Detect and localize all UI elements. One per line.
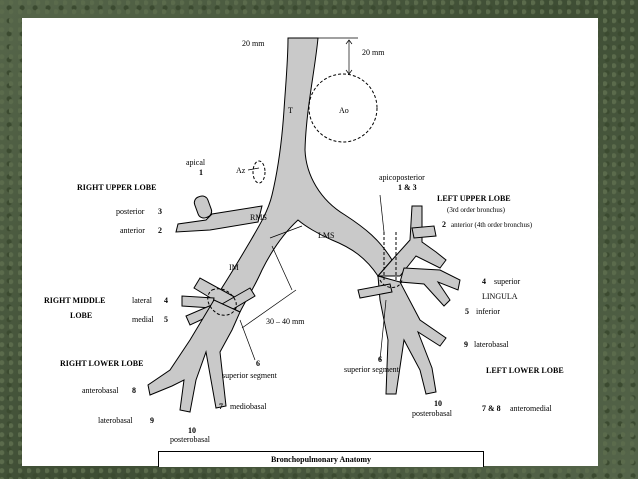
label-left-posterobasal-num: 10 [434, 399, 442, 408]
label-right-upper-lobe: RIGHT UPPER LOBE [77, 183, 156, 192]
diagram-caption: Bronchopulmonary Anatomy [158, 451, 484, 467]
label-apicoposterior: apicoposterior [379, 173, 425, 182]
left-upper-dashed-branch [379, 232, 403, 288]
label-apicoposterior-num: 1 & 3 [398, 183, 417, 192]
left-anterior-branch [411, 225, 437, 239]
label-left-superior: superior [494, 277, 521, 286]
label-right-lateral: lateral [132, 296, 153, 305]
label-apical-num: 1 [199, 168, 203, 177]
label-third-order: (3rd order bronchus) [447, 206, 506, 214]
label-right-laterobasal: laterobasal [98, 416, 133, 425]
label-right-lateral-num: 4 [164, 296, 168, 305]
left-superior-segment [357, 283, 393, 299]
label-right-lower-lobe: RIGHT LOWER LOBE [60, 359, 143, 368]
label-aorta: Ao [339, 106, 349, 115]
label-right-mediobasal: mediobasal [230, 402, 267, 411]
label-rms: RMS [250, 213, 267, 222]
label-right-laterobasal-num: 9 [150, 416, 154, 425]
label-right-anterobasal: anterobasal [82, 386, 119, 395]
left-lower-lobe-bronchus [377, 275, 447, 395]
label-left-laterobasal: laterobasal [474, 340, 509, 349]
right-middle-dashed-ring [207, 288, 237, 316]
label-lingula: LINGULA [482, 292, 518, 301]
label-left-anterior-num: 2 [442, 220, 446, 229]
left-upper-lobe-bronchus [376, 205, 447, 277]
label-left-anteromedial: anteromedial [510, 404, 553, 413]
label-apical: apical [186, 158, 206, 167]
right-apical-stub [193, 195, 213, 219]
label-left-upper-lobe: LEFT UPPER LOBE [437, 194, 511, 203]
label-right-anterobasal-num: 8 [132, 386, 136, 395]
label-im: IM [229, 263, 239, 272]
label-right-anterior: anterior [120, 226, 145, 235]
label-right-middle-lobe-2: LOBE [70, 311, 92, 320]
label-lms: LMS [318, 231, 334, 240]
azygos-outline [252, 160, 266, 184]
label-right-posterobasal-num: 10 [188, 426, 196, 435]
label-left-superior-num: 4 [482, 277, 486, 286]
left-lingula-branches [399, 267, 461, 307]
measure-top-right: 20 mm [362, 48, 385, 57]
label-left-anterior: anterior (4th order bronchus) [451, 221, 533, 229]
label-left-anteromedial-num: 7 & 8 [482, 404, 501, 413]
trachea-shape [213, 37, 393, 313]
label-left-superior-segment: superior segment [344, 365, 400, 374]
label-right-medial: medial [132, 315, 155, 324]
label-left-laterobasal-num: 9 [464, 340, 468, 349]
label-right-superior-num: 6 [256, 359, 260, 368]
right-lower-lobe-bronchus [147, 299, 241, 413]
label-right-middle-lobe-1: RIGHT MIDDLE [44, 296, 105, 305]
label-right-mediobasal-num: 7 [219, 402, 223, 411]
label-left-inferior: inferior [476, 307, 500, 316]
label-right-superior-segment: superior segment [222, 371, 278, 380]
label-left-superior-seg-num: 6 [378, 355, 382, 364]
aorta-outline [308, 73, 378, 143]
label-trachea: T [288, 106, 293, 115]
label-azygos: Az [236, 166, 246, 175]
label-right-posterobasal: posterobasal [170, 435, 211, 444]
label-right-posterior-num: 3 [158, 207, 162, 216]
measure-top-left: 20 mm [242, 39, 265, 48]
label-left-inferior-num: 5 [465, 307, 469, 316]
label-right-anterior-num: 2 [158, 226, 162, 235]
label-right-medial-num: 5 [164, 315, 168, 324]
measure-oblique: 30 – 40 mm [266, 317, 305, 326]
label-left-lower-lobe: LEFT LOWER LOBE [486, 366, 564, 375]
label-right-posterior: posterior [116, 207, 145, 216]
label-left-posterobasal: posterobasal [412, 409, 453, 418]
